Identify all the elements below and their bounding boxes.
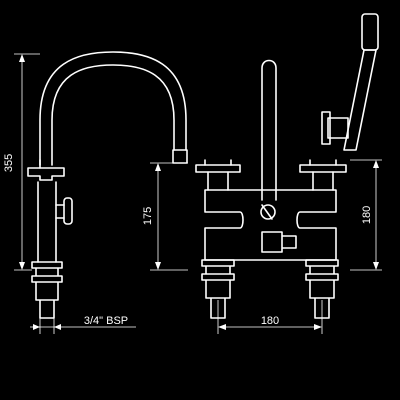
side-spout-outer	[39, 51, 187, 166]
front-right-column	[309, 159, 337, 191]
front-spout	[261, 59, 277, 201]
shower-handle	[343, 49, 377, 151]
side-spout-inner	[51, 64, 175, 166]
shower-head	[361, 13, 379, 51]
dim-centres	[217, 300, 323, 334]
label-thread: 3/4" BSP	[84, 315, 128, 327]
side-spout-outlet	[172, 149, 188, 164]
hand-shower	[321, 13, 379, 151]
front-right-base	[305, 259, 339, 319]
label-mixer-height: 180	[361, 206, 373, 224]
front-left-base	[201, 259, 235, 319]
side-view	[27, 51, 188, 319]
front-view	[195, 59, 347, 319]
front-bridge	[204, 189, 337, 261]
dim-spout-height	[150, 162, 188, 271]
dim-total-height	[14, 53, 40, 271]
shower-holder	[321, 111, 349, 145]
side-body	[37, 181, 57, 263]
side-handle	[27, 167, 65, 181]
side-diverter-knob	[63, 197, 73, 225]
dim-thread	[30, 318, 136, 334]
side-base	[31, 261, 63, 319]
front-diverter	[260, 204, 276, 220]
label-centres: 180	[261, 315, 279, 327]
front-hose-outlet	[261, 231, 297, 253]
dim-mixer-height	[350, 159, 382, 271]
front-right-handle	[299, 164, 347, 173]
front-left-handle	[195, 164, 241, 173]
label-total-height: 355	[3, 154, 15, 172]
label-spout-height: 175	[142, 207, 154, 225]
front-left-column	[204, 159, 232, 191]
